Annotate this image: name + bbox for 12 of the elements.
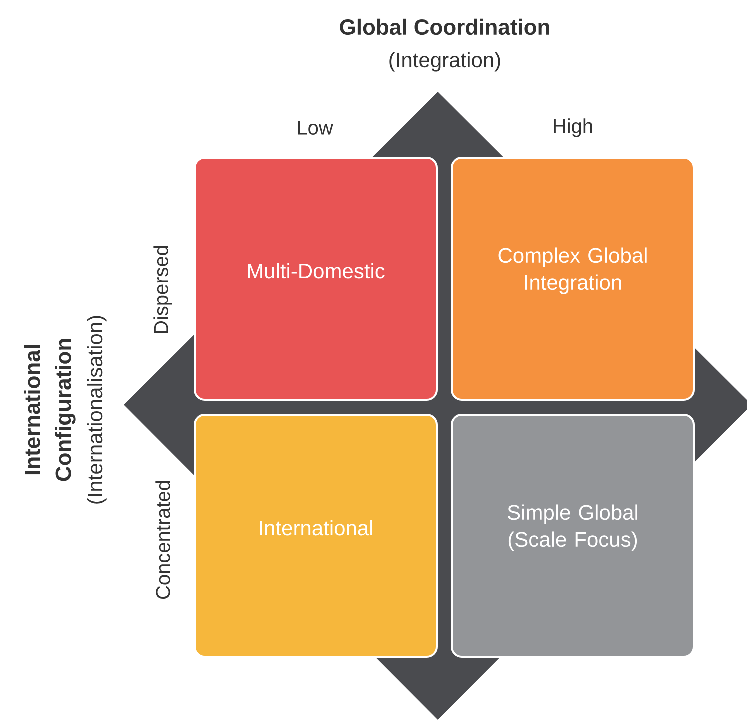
quadrant-box: Simple Global (Scale Focus) [451, 414, 695, 658]
axis-level: Dispersed [154, 246, 172, 334]
quadrant-box: International [194, 414, 438, 658]
quadrant-box: Multi-Domestic [194, 157, 438, 401]
axis-level: Concentrated [156, 481, 170, 600]
axis-subtitle: (Internationalisation) [87, 316, 107, 504]
axis-subtitle: (Integration) [390, 52, 500, 72]
axis-level: Low [298, 121, 334, 135]
axis-title: International Configuration [24, 339, 76, 482]
axis-level: High [554, 118, 592, 138]
quadrant-box: Complex Global Integration [451, 157, 695, 401]
axis-title: Global Coordination [340, 18, 550, 36]
